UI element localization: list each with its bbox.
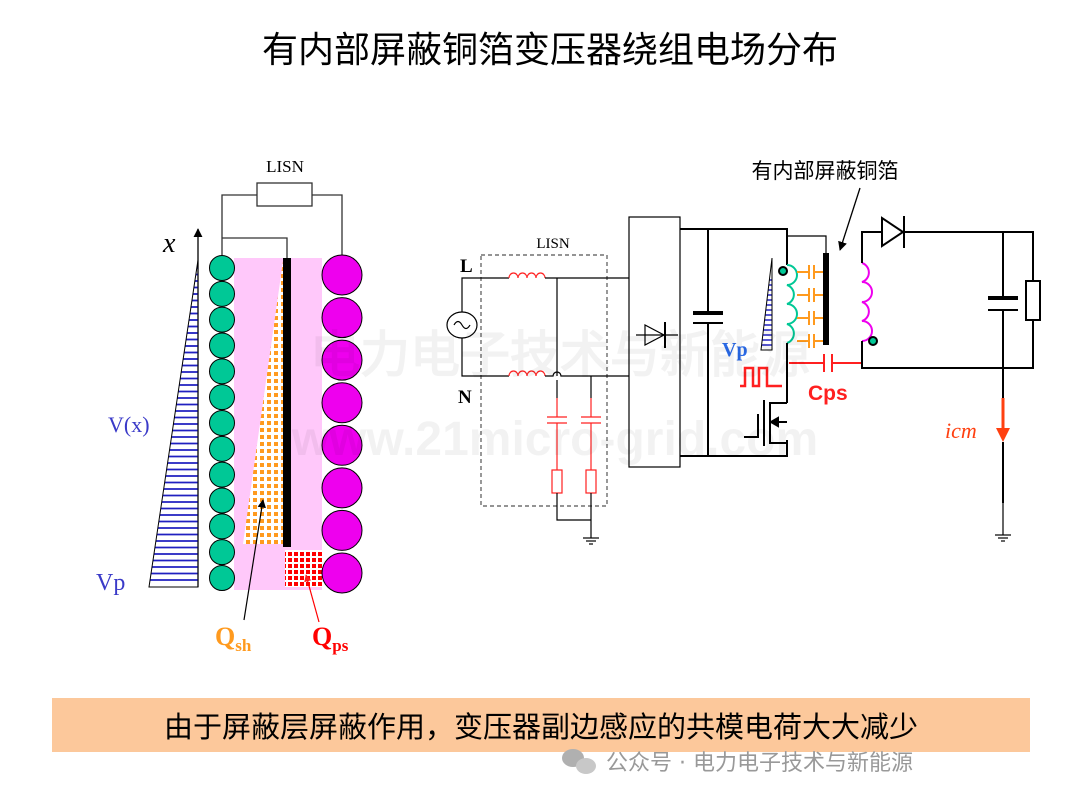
ac-sine	[453, 320, 471, 330]
primary-turn	[209, 332, 235, 359]
primary-turn	[209, 461, 235, 488]
primary-turn	[209, 565, 235, 591]
voltage-distribution-hatch	[150, 267, 198, 581]
line-inductor	[508, 272, 546, 279]
copper-shield	[283, 258, 291, 547]
summary-text: 由于屏蔽层屏蔽作用，变压器副边感应的共模电荷大大减少	[164, 710, 918, 744]
line-label: L	[460, 256, 473, 277]
secondary-turn	[321, 424, 363, 466]
primary-winding	[209, 255, 235, 591]
watermark-center: 电力电子技术与新能源	[310, 326, 810, 384]
vp-label-circuit: Vp	[722, 339, 748, 361]
neutral-wire	[461, 338, 509, 377]
primary-turn	[209, 255, 235, 281]
icm-label: icm	[945, 418, 977, 443]
lisn-return	[556, 493, 591, 521]
primary-turn	[209, 280, 235, 307]
lisn-label-circuit: LISN	[536, 236, 570, 252]
primary-turn	[209, 306, 235, 333]
load-resistor	[1025, 280, 1041, 321]
primary-turn	[209, 539, 235, 566]
shield-annotation: 有内部屏蔽铜箔	[752, 159, 899, 183]
page-title: 有内部屏蔽铜箔变压器绕组电场分布	[262, 30, 838, 71]
voltage-triangle	[148, 259, 199, 588]
dc-bus-top	[680, 228, 788, 265]
account-watermark: 公众号 · 电力电子技术与新能源	[606, 751, 913, 776]
wechat-logo-icon	[562, 749, 596, 774]
secondary-coil	[861, 262, 873, 342]
secondary-turn	[321, 552, 363, 594]
primary-turn	[209, 358, 235, 385]
neutral-label: N	[458, 387, 472, 408]
interwinding-capacitors	[797, 265, 823, 348]
voltage-label: V(x)	[108, 412, 150, 437]
vp-label: Vp	[96, 570, 125, 596]
qps-label: Qps	[312, 622, 349, 655]
summary-banner	[52, 698, 1030, 752]
qps-charge-region	[285, 550, 322, 587]
lisn-label: LISN	[266, 157, 304, 176]
secondary-turn	[321, 254, 363, 296]
winding-field-diagram: LISN x V(x) Vp Qsh Qps	[96, 157, 363, 655]
qsh-label: Qsh	[215, 622, 252, 655]
output-diode-icon	[881, 216, 905, 248]
vp-triangle	[760, 257, 773, 351]
secondary-turn	[321, 297, 363, 339]
shield-annotation-arrow	[838, 187, 861, 251]
line-wire	[461, 277, 509, 312]
qps-pointer	[304, 574, 320, 623]
secondary-top	[861, 231, 882, 263]
lisn-wire-right	[312, 194, 343, 258]
shield-wire	[222, 237, 288, 258]
diode-icon	[636, 322, 678, 348]
secondary-turn	[321, 467, 363, 509]
lisn-wire-left	[221, 194, 257, 262]
primary-turn	[209, 410, 235, 436]
ground-icon	[583, 537, 599, 545]
secondary-turn	[321, 509, 363, 551]
watermark-url: www.21micro-grid.com	[291, 413, 818, 466]
secondary-turn	[321, 382, 363, 424]
qsh-charge-region	[243, 261, 283, 544]
primary-coil	[786, 264, 798, 344]
mosfet-icon	[744, 400, 788, 456]
neutral-inductor	[508, 370, 546, 377]
output-top-rail	[904, 231, 1034, 281]
secondary-winding	[321, 254, 363, 594]
rectifier-block	[628, 216, 681, 468]
secondary-bottom	[861, 320, 1034, 369]
primary-turn	[209, 513, 235, 540]
primary-dot	[778, 266, 788, 276]
flyback-circuit: 有内部屏蔽铜箔 LISN L N	[446, 159, 1041, 545]
secondary-dot	[868, 336, 878, 346]
primary-turn	[209, 384, 235, 411]
icm-arrowhead	[996, 428, 1010, 442]
copper-shield-symbol	[823, 253, 829, 345]
secondary-turn	[321, 339, 363, 381]
lisn-box	[480, 254, 608, 507]
ground-icon	[995, 534, 1011, 542]
switching-waveform	[740, 366, 782, 388]
shield-connection	[787, 235, 827, 253]
axis-label-x: x	[162, 228, 176, 259]
primary-turn	[209, 487, 235, 514]
cps-label: Cps	[808, 382, 848, 405]
lisn-resistor	[256, 182, 313, 207]
primary-turn	[209, 435, 235, 462]
qsh-pointer	[243, 499, 266, 621]
